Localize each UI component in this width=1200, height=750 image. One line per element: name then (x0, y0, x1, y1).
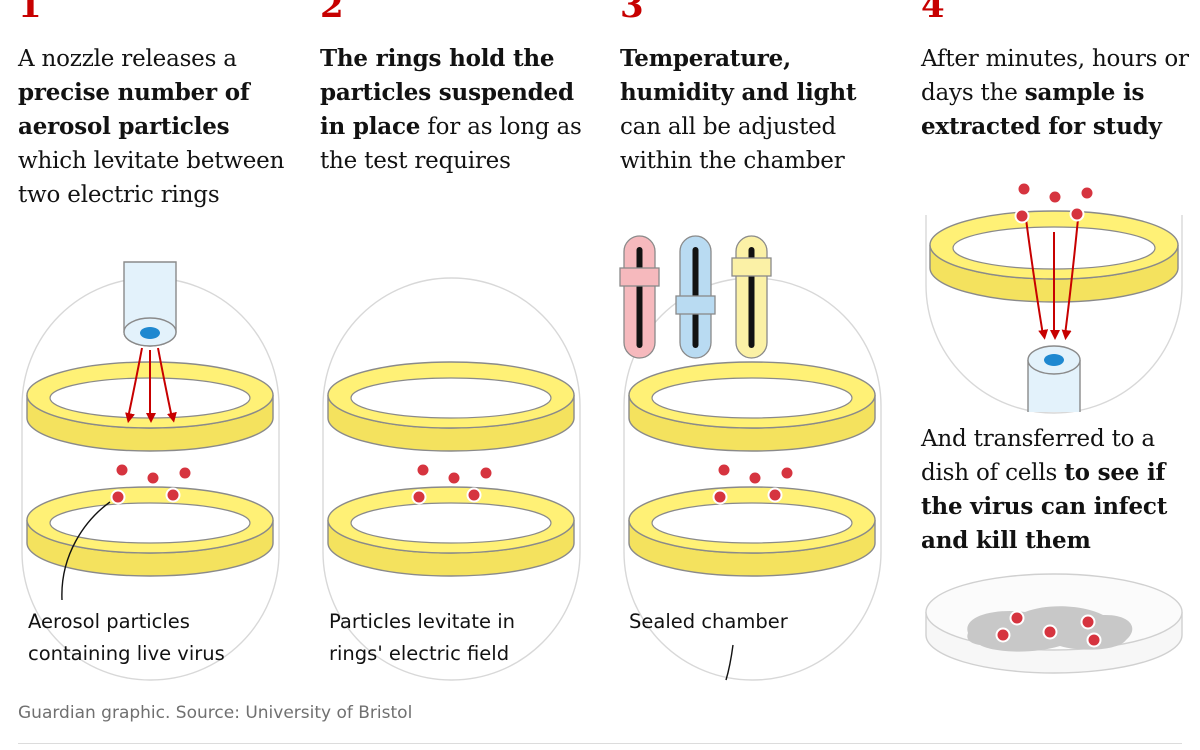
source-credit: Guardian graphic. Source: University of … (18, 703, 413, 723)
petri-dish (925, 573, 1183, 674)
leader-line-aerosol (61, 501, 111, 601)
label-particles-levitate: Particles levitate in rings' electric fi… (329, 610, 515, 665)
particles-1 (110, 462, 193, 505)
collector-nozzle-4 (1027, 345, 1081, 412)
particles-dish (995, 610, 1102, 648)
temperature-slider (619, 235, 660, 359)
ring-bottom-3 (628, 486, 876, 577)
arrows-1 (125, 347, 177, 424)
step-text-3: Temperature, humidity and light can all … (620, 45, 857, 174)
label-aerosol-particles: Aerosol particles containing live virus (28, 610, 225, 665)
step-number-3: 3 (620, 0, 644, 26)
chamber-outline-2 (322, 277, 581, 681)
arrows-4 (1025, 218, 1079, 341)
humidity-slider (675, 235, 716, 359)
chamber-outline-4 (925, 215, 1183, 414)
light-slider (731, 235, 772, 359)
step-number-4: 4 (921, 0, 945, 26)
nozzle-1 (123, 261, 177, 347)
step-number-1: 1 (18, 0, 42, 26)
ring-top-2 (327, 361, 575, 452)
step-number-2: 2 (320, 0, 344, 26)
step-text-1: A nozzle releases a precise number of ae… (18, 46, 285, 208)
leader-line-sealed (725, 644, 734, 681)
label-sealed-chamber: Sealed chamber (629, 610, 788, 633)
particles-3 (712, 462, 795, 505)
particles-2 (411, 462, 494, 505)
ring-bottom-2 (327, 486, 575, 577)
footer-divider (18, 743, 1182, 744)
step-text-4-secondary: And transferred to a dish of cells to se… (921, 426, 1168, 554)
ring-bottom-1 (26, 486, 274, 577)
particles-4 (1014, 181, 1095, 224)
ring-top-3 (628, 361, 876, 452)
step-text-2: The rings hold the particles suspended i… (320, 45, 582, 174)
step-text-4: After minutes, hours or days the sample … (921, 46, 1189, 140)
ring-top-1 (26, 361, 274, 452)
